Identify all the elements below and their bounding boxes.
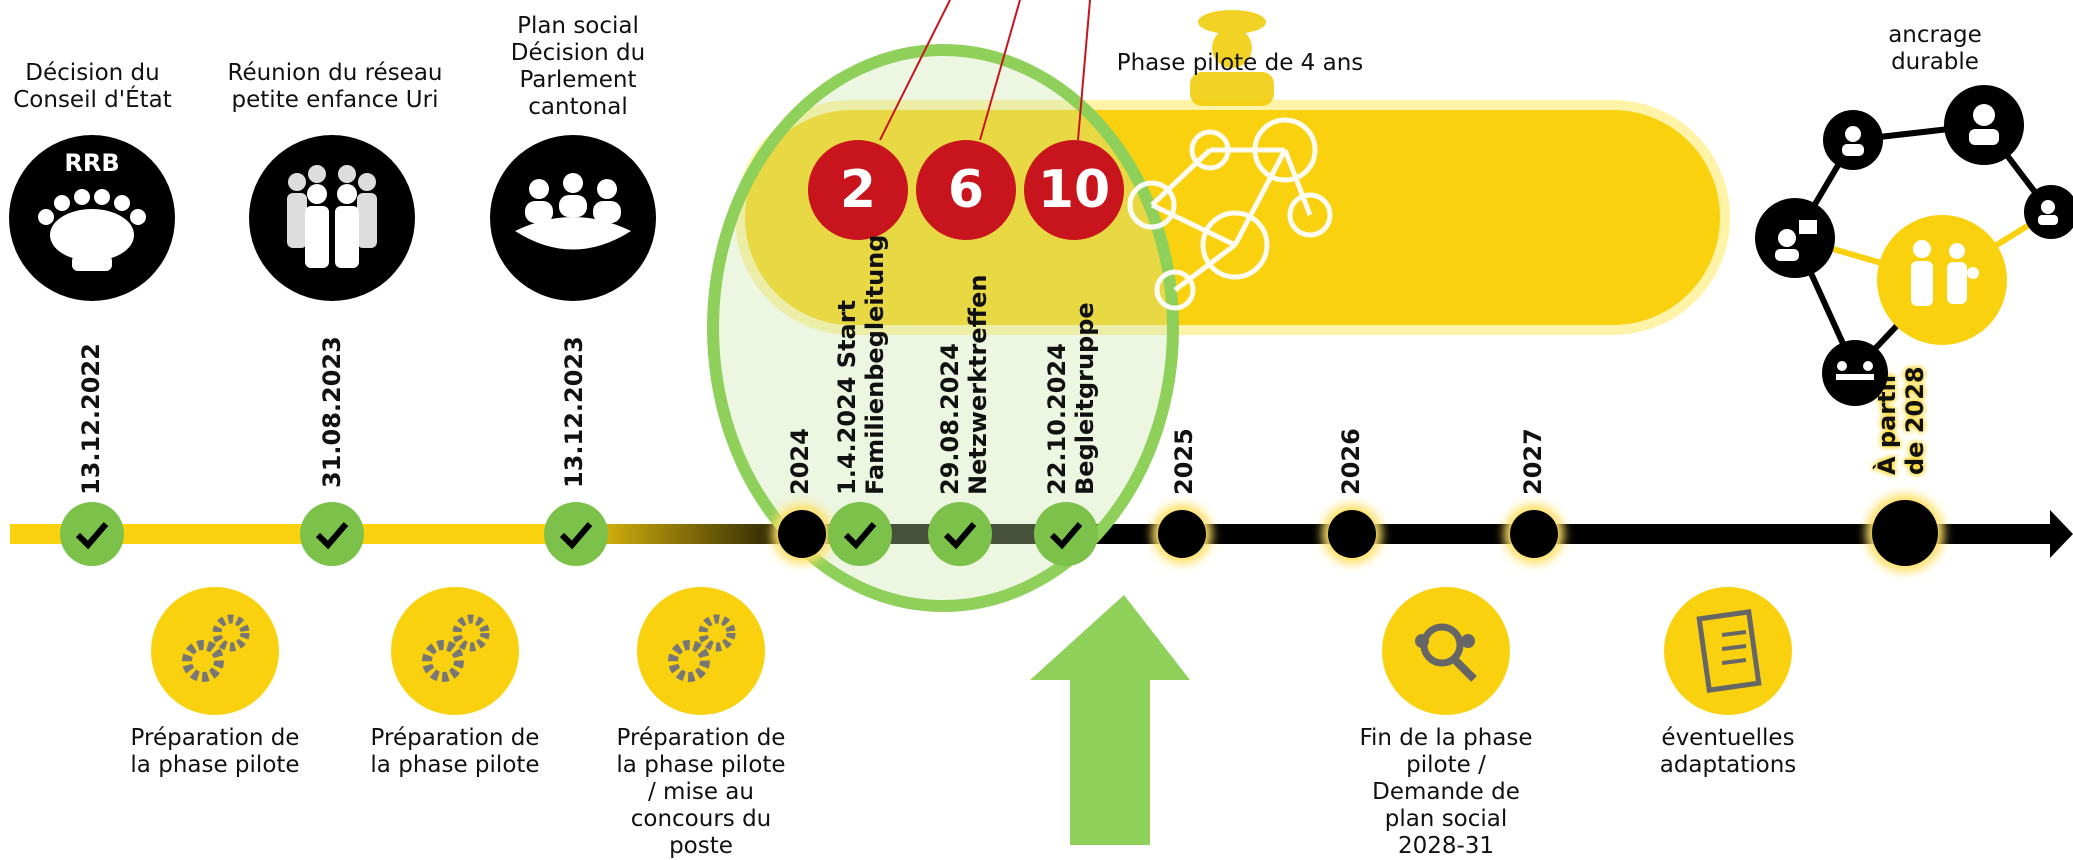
search-people-icon [1382, 587, 1510, 715]
bottom-label: Préparation de la phase pilote [130, 725, 300, 778]
year-marker [1158, 510, 1206, 558]
counter-steering-group: 10 [1024, 140, 1124, 240]
crowd-glyph [287, 165, 377, 268]
counselor-icon [1755, 198, 1835, 278]
event-label: 22.10.2024 Begleitgruppe [1043, 302, 1099, 495]
year-marker [1510, 510, 1558, 558]
counter-families: 2 [808, 140, 908, 240]
doctor-icon [1944, 85, 2024, 165]
milestone-label-network: Réunion du réseau petite enfance Uri [227, 60, 443, 113]
counter-network-meetings: 6 [916, 140, 1016, 240]
check-icon [60, 502, 124, 566]
council-table-icon: RRB [9, 135, 175, 301]
pointer-line [879, 0, 951, 141]
checklist-icon [1664, 587, 1792, 715]
table-people-glyph [38, 189, 146, 271]
meeting-glyph [515, 173, 631, 250]
check-icon [928, 502, 992, 566]
check-icon [544, 502, 608, 566]
check-icon [828, 502, 892, 566]
pilot-icon [1190, 10, 1274, 106]
group-people-icon [249, 135, 415, 301]
year-label: 2025 [1170, 428, 1198, 495]
milestone-label-rrb: Décision du Conseil d'État [13, 60, 172, 113]
arrow-up-icon [1030, 595, 1190, 845]
year-label: 2027 [1519, 428, 1547, 495]
network-icon [1127, 117, 1333, 311]
gears-icon [637, 587, 765, 715]
advisor-icon [2024, 185, 2073, 239]
family-icon [1877, 215, 2007, 345]
rrb-badge: RRB [64, 149, 120, 177]
year-label: 2026 [1337, 428, 1365, 495]
date-label: 13.12.2023 [560, 336, 588, 488]
year-marker [1328, 510, 1376, 558]
event-label: 29.08.2024 Netzwerktreffen [936, 274, 992, 495]
date-label: 31.08.2023 [318, 336, 346, 488]
check-icon [1034, 502, 1098, 566]
anchor-label: ancrage durable [1888, 22, 1982, 75]
year-label: 2024 [786, 428, 814, 495]
bottom-label: éventuelles adaptations [1659, 725, 1797, 778]
date-label: 13.12.2022 [77, 343, 105, 495]
bottom-label: Préparation de la phase pilote [370, 725, 540, 778]
meeting-desk-icon [1822, 340, 1888, 406]
pointer-line [1077, 0, 1091, 141]
gears-icon [151, 587, 279, 715]
pointer-line [979, 0, 1021, 141]
pilot-phase-title: Phase pilote de 4 ans [1116, 50, 1364, 76]
future-marker [1872, 500, 1938, 566]
bottom-label: Préparation de la phase pilote / mise au… [616, 725, 786, 859]
bottom-label: Fin de la phase pilote / Demande de plan… [1359, 725, 1533, 859]
check-icon [300, 502, 364, 566]
gears-icon [391, 587, 519, 715]
year-marker [778, 510, 826, 558]
support-person-icon [1823, 110, 1883, 170]
milestone-label-parliament: Plan social Décision du Parlement canton… [510, 13, 646, 120]
meeting-table-icon [490, 135, 656, 301]
timeline-arrowhead [2050, 510, 2073, 558]
event-label: 1.4.2024 Start Familienbegleitung [833, 234, 889, 495]
